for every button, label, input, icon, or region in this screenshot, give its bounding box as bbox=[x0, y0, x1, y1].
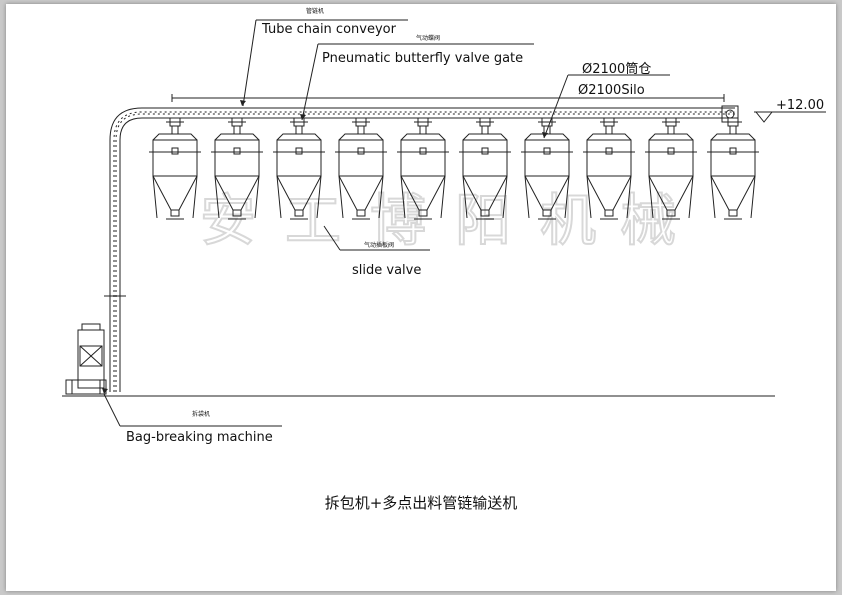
arrow-head bbox=[102, 388, 108, 394]
elevation-label: +12.00 bbox=[776, 98, 824, 113]
silo-label-cn: Ø2100筒仓 bbox=[582, 61, 651, 77]
silo bbox=[335, 117, 387, 220]
slide-valve-label-cn: 气动插板阀 bbox=[364, 241, 394, 249]
tube-conveyor-label: Tube chain conveyor bbox=[261, 22, 397, 37]
arrow-head bbox=[240, 100, 246, 106]
silo bbox=[397, 117, 449, 220]
bag-breaker-label: Bag-breaking machine bbox=[126, 430, 273, 445]
watermark-char: 博 bbox=[370, 189, 426, 254]
silo bbox=[583, 117, 635, 220]
watermark-char: 安 bbox=[200, 189, 256, 254]
silo bbox=[149, 117, 201, 220]
silo bbox=[459, 117, 511, 220]
arrow-head bbox=[542, 132, 548, 138]
silo-label: Ø2100Silo bbox=[578, 83, 645, 98]
drawing-frame bbox=[6, 4, 836, 591]
valve-label-cn: 气动蝶阀 bbox=[416, 34, 440, 42]
silo-row bbox=[149, 117, 759, 220]
silo bbox=[211, 117, 263, 220]
bag-breaking-machine bbox=[65, 323, 107, 395]
tube-conveyor-label-cn: 管链机 bbox=[306, 7, 324, 15]
watermark-char: 机 bbox=[540, 189, 596, 254]
silo bbox=[707, 117, 759, 220]
silo bbox=[645, 117, 697, 220]
watermark-char: 工 bbox=[285, 189, 341, 254]
silo bbox=[273, 117, 325, 220]
bag-breaker-label-cn: 拆袋机 bbox=[192, 410, 210, 418]
watermark: 安 工 博 阳 机 械 bbox=[199, 188, 677, 255]
watermark-char: 阳 bbox=[455, 189, 511, 254]
arrow-head bbox=[300, 114, 306, 120]
diagram-caption: 拆包机+多点出料管链输送机 bbox=[324, 494, 518, 512]
slide-valve-label: slide valve bbox=[352, 263, 421, 278]
elevation-marker bbox=[754, 111, 826, 123]
valve-label: Pneumatic butterfly valve gate bbox=[322, 51, 523, 66]
leader-lines bbox=[103, 19, 670, 427]
